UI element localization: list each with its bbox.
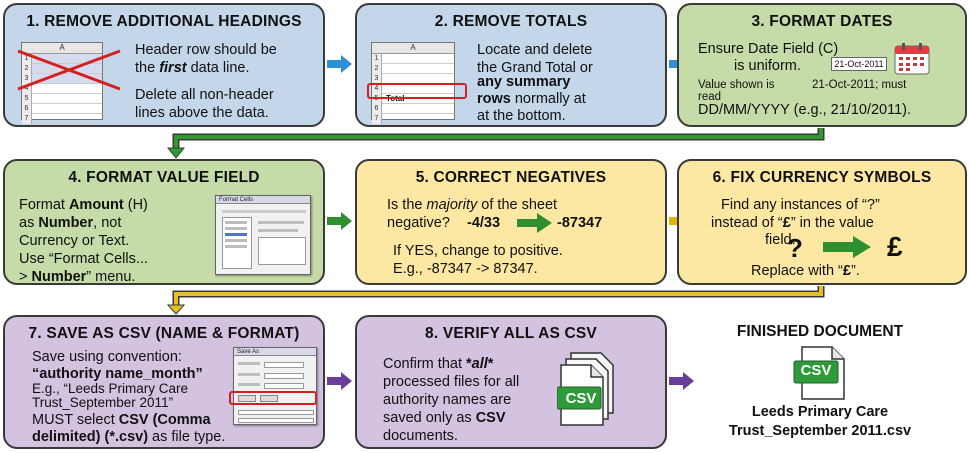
arrow-right-icon: [327, 372, 352, 390]
step-1-text-4: lines above the data.: [135, 105, 269, 121]
finished-csv-label: CSV: [800, 362, 832, 379]
negative-example-value: -4/33: [467, 215, 501, 231]
step-6-text-4: Replace with “£”.: [751, 263, 860, 279]
step-7-text-2: “authority name_month”: [32, 366, 203, 382]
step-4-text-1: Format Amount (H): [19, 197, 148, 213]
step-7-text-1: Save using convention:: [32, 349, 182, 365]
date-value-box: 21-Oct-2011: [831, 57, 887, 71]
positive-example-value: -87347: [557, 215, 603, 231]
step-8-text-1: Confirm that *all*: [383, 356, 494, 372]
question-mark-symbol: ?: [787, 233, 803, 263]
connector-arrow-icon: [166, 128, 825, 159]
step-1-title: 1. REMOVE ADDITIONAL HEADINGS: [26, 13, 302, 30]
step-6-text-3: field.: [765, 232, 796, 248]
step-5-text-3: If YES, change to positive.: [393, 243, 563, 259]
step-4-text-4: Use “Format Cells...: [19, 251, 148, 267]
pound-symbol: £: [887, 231, 903, 262]
save-as-dialog-image: Save As: [233, 347, 317, 425]
step-7-text-5: MUST select CSV (Comma: [32, 412, 211, 428]
step-6-title: 6. FIX CURRENCY SYMBOLS: [712, 169, 932, 186]
step-1-box: 1. REMOVE ADDITIONAL HEADINGS A 1 2 3 4 …: [3, 3, 325, 127]
step-8-text-3: authority names are: [383, 392, 512, 408]
step-2-text-1: Locate and delete: [477, 42, 593, 58]
step-5-box: 5. CORRECT NEGATIVES Is the majority of …: [355, 159, 667, 285]
step-4-text-5: > Number” menu.: [19, 269, 136, 285]
step-8-title: 8. VERIFY ALL AS CSV: [425, 325, 597, 342]
step-1-text-3: Delete all non-header: [135, 87, 274, 103]
file-type-highlight: [229, 391, 317, 405]
finished-file-name-1: Leeds Primary Care: [751, 404, 889, 420]
step-2-text-2: the Grand Total or: [477, 60, 593, 76]
step-5-title: 5. CORRECT NEGATIVES: [415, 169, 607, 186]
sheet-column-header: A: [372, 43, 454, 54]
step-5-text-4: E.g., -87347 -> 87347.: [393, 261, 538, 277]
step-4-text-3: Currency or Text.: [19, 233, 130, 249]
step-8-text-5: documents.: [383, 428, 458, 444]
csv-files-stack-icon: [557, 352, 614, 426]
step-5-text-1: Is the majority of the sheet: [387, 197, 558, 213]
arrow-right-icon: [327, 212, 352, 230]
step-7-title: 7. SAVE AS CSV (NAME & FORMAT): [28, 325, 300, 342]
step-8-box: 8. VERIFY ALL AS CSV Confirm that *all* …: [355, 315, 667, 449]
step-3-text-5: DD/MM/YYYY (e.g., 21/10/2011).: [698, 102, 912, 118]
format-cells-dialog-image: Format Cells: [215, 195, 311, 275]
step-2-text-4: rows normally at: [477, 91, 586, 107]
step-7-text-4: Trust_September 2011”: [32, 395, 174, 410]
step-3-text-4: read: [698, 91, 722, 103]
step-4-text-2: as Number, not: [19, 215, 122, 231]
step-1-text-1: Header row should be: [135, 42, 277, 58]
step-2-title: 2. REMOVE TOTALS: [434, 13, 588, 30]
step-4-title: 4. FORMAT VALUE FIELD: [68, 169, 260, 186]
step-7-box: 7. SAVE AS CSV (NAME & FORMAT) Save usin…: [3, 315, 325, 449]
red-cross-icon: [17, 49, 121, 91]
arrow-right-icon: [669, 372, 694, 390]
csv-badge-label: CSV: [565, 390, 597, 407]
step-2-text-3: any summary: [477, 74, 571, 90]
arrow-right-icon: [517, 213, 552, 233]
step-2-text-5: at the bottom.: [477, 108, 566, 124]
arrow-right-icon: [823, 236, 871, 258]
finished-document-title: FINISHED DOCUMENT: [736, 323, 904, 340]
step-3-text-3a: Value shown is: [698, 79, 775, 91]
finished-file-name-2: Trust_September 2011.csv: [728, 423, 912, 439]
step-8-text-2: processed files for all: [383, 374, 520, 390]
step-5-text-2: negative?: [387, 215, 450, 231]
step-4-box: 4. FORMAT VALUE FIELD Format Amount (H) …: [3, 159, 325, 285]
arrow-right-icon: [327, 55, 352, 73]
csv-document-icon: [793, 346, 845, 400]
step-3-box: 3. FORMAT DATES Ensure Date Field (C) is…: [677, 3, 967, 127]
step-3-text-2: is uniform.: [734, 58, 801, 74]
total-row-highlight: [367, 83, 467, 99]
step-6-text-1: Find any instances of “?”: [721, 197, 880, 213]
step-6-text-2: instead of “£” in the value: [711, 215, 874, 231]
connector-arrow-icon: [166, 286, 825, 315]
step-3-title: 3. FORMAT DATES: [751, 13, 893, 30]
step-1-text-2: the first data line.: [135, 60, 250, 76]
calendar-icon: [894, 43, 930, 75]
step-3-text-3b: 21-Oct-2011; must: [812, 79, 907, 91]
step-3-text-1: Ensure Date Field (C): [698, 41, 839, 57]
step-6-box: 6. FIX CURRENCY SYMBOLS Find any instanc…: [677, 159, 967, 285]
step-8-text-4: saved only as CSV: [383, 410, 506, 426]
step-7-text-6: delimited) (*.csv) as file type.: [32, 429, 226, 445]
step-1-sheet-image: A 1 2 3 4 5 6 7: [17, 42, 121, 124]
step-7-text-3: E.g., “Leeds Primary Care: [32, 381, 189, 396]
sheet-column-header: A: [22, 43, 102, 54]
